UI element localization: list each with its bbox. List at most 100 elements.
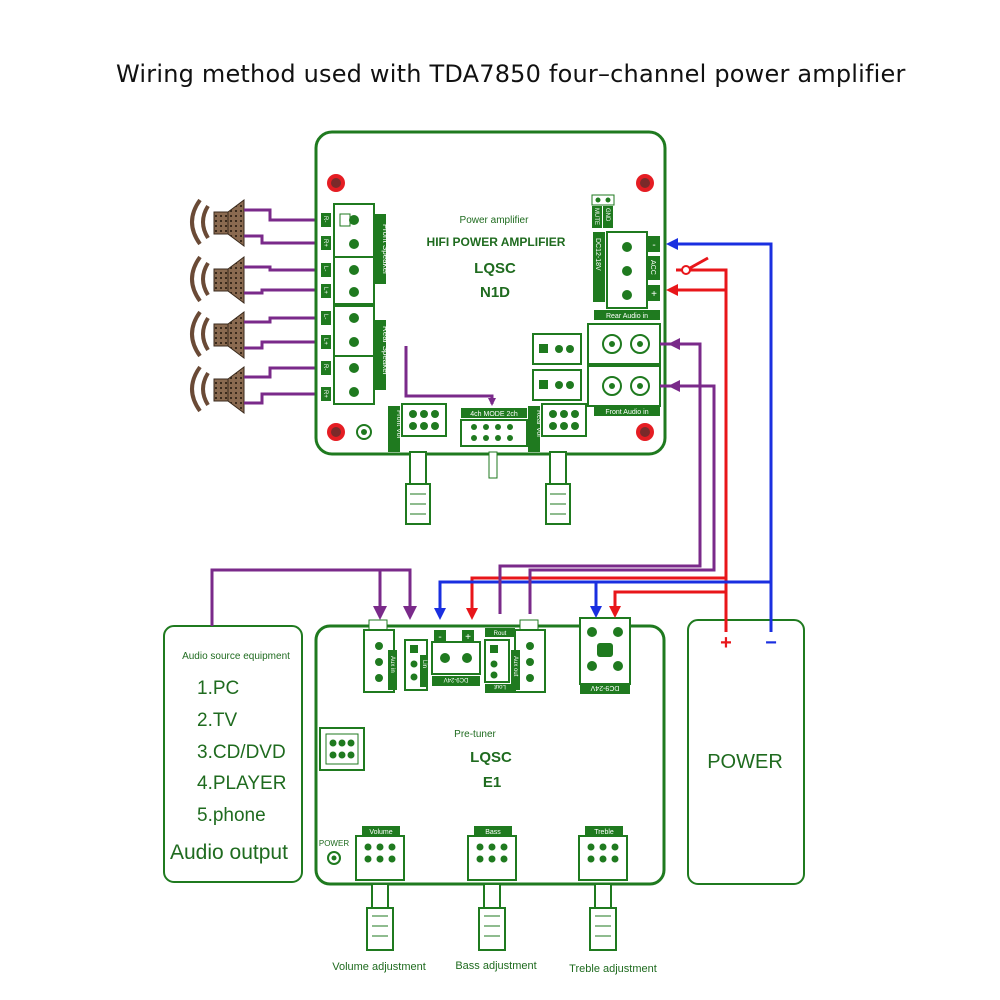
rout-label: Rout — [494, 631, 507, 637]
front-vol-header: Front Vol — [388, 403, 447, 452]
dc-jack: DC9-24V — [579, 617, 631, 694]
source-heading: Audio source equipment — [182, 651, 290, 662]
bass-label: Bass — [485, 829, 501, 836]
pretuner-board: Aux in Lin - + DC9-24V Rout Lout — [314, 617, 666, 975]
pretuner-model: E1 — [483, 774, 501, 791]
pin-label: L+ — [322, 338, 328, 345]
rear-vol-header: Rear Vol — [528, 403, 587, 452]
minus-label: - — [652, 240, 655, 251]
lout-label: Lout — [494, 683, 506, 689]
power-label: POWER — [707, 751, 783, 773]
power-minus-label: − — [765, 632, 777, 654]
volume-header: Volume — [355, 826, 405, 881]
speaker-3-icon — [190, 310, 245, 359]
pin-label: R+ — [322, 239, 328, 247]
speaker-4-icon — [190, 365, 245, 414]
rear-speaker-label: Rear Speaker — [381, 326, 390, 376]
volume-adjustment-caption: Volume adjustment — [332, 961, 426, 973]
power-plus-label: + — [720, 632, 732, 654]
diagram-title: Wiring method used with TDA7850 four–cha… — [116, 60, 906, 88]
speaker-2-icon — [190, 255, 245, 304]
mode-jumper-wire — [404, 346, 496, 406]
aux-out-jack: Aux out — [511, 619, 546, 693]
led-icon — [356, 424, 372, 440]
treble-label: Treble — [594, 829, 614, 836]
source-item: 2.TV — [197, 710, 237, 731]
amplifier-caption: Power amplifier — [460, 215, 530, 226]
bass-header: Bass — [467, 826, 517, 881]
front-speaker-label: Front Speaker — [381, 224, 390, 275]
amplifier-model: N1D — [480, 284, 510, 301]
speaker-wires — [244, 208, 320, 405]
gnd-label: GND — [604, 208, 610, 222]
minus-label: - — [438, 632, 441, 643]
acc-switch-icon — [681, 256, 709, 275]
front-speaker-terminal: Front Speaker — [333, 203, 390, 305]
mount-hole — [327, 174, 654, 441]
aux-in-jack: Aux in — [363, 619, 397, 693]
dc-power-terminal: DC12-18V - ACC + Rear Audio in — [593, 231, 660, 320]
signal-wires — [210, 342, 716, 626]
pin-label: L- — [322, 266, 328, 271]
positive-wires — [470, 268, 728, 632]
pin-label: R+ — [322, 390, 328, 398]
negative-wires — [438, 242, 773, 632]
acc-label: ACC — [649, 260, 656, 275]
rear-audio-in-label: Rear Audio in — [606, 313, 648, 320]
bass-adjustment-caption: Bass adjustment — [455, 960, 536, 972]
pin-label: L- — [322, 314, 328, 319]
pin-label: L+ — [322, 287, 328, 294]
dc-label: DC9-24V — [444, 676, 469, 682]
volume-knob — [366, 883, 394, 951]
treble-knob — [589, 883, 617, 951]
speaker-pin-labels: R- R+ L- L+ L- L+ R- R+ — [321, 213, 331, 401]
rear-audio-in-jack — [587, 323, 661, 365]
dc-voltage-label: DC12-18V — [594, 238, 601, 271]
aux-in-label: Aux in — [389, 656, 395, 673]
signal-arrowheads — [373, 338, 680, 620]
header-6pin — [319, 727, 365, 771]
speaker-1-icon — [190, 198, 245, 247]
source-item: 1.PC — [197, 678, 239, 699]
front-audio-in-label: Front Audio in — [605, 409, 648, 416]
power-led: POWER — [319, 839, 349, 865]
rear-vol-knob — [545, 451, 571, 525]
source-item: 3.CD/DVD — [197, 742, 286, 763]
mute-label: MUTE — [593, 208, 599, 225]
plus-label: + — [465, 632, 471, 643]
amplifier-heading: HIFI POWER AMPLIFIER — [427, 235, 566, 249]
source-item: 5.phone — [197, 805, 266, 826]
pin-label: R- — [322, 216, 328, 222]
source-item: 4.PLAYER — [197, 773, 286, 794]
front-audio-in-jack: Front Audio in — [587, 365, 661, 416]
small-header — [532, 333, 582, 401]
lin-header: Lin — [404, 639, 428, 691]
lin-label: Lin — [421, 660, 427, 668]
source-footer: Audio output — [170, 841, 288, 864]
bass-knob — [478, 883, 506, 951]
treble-header: Treble — [578, 826, 628, 881]
dc-jack-label: DC9-24V — [590, 684, 619, 691]
mode-switch: 4ch MODE 2ch — [460, 408, 528, 479]
negative-arrowheads — [434, 238, 678, 620]
volume-label: Volume — [369, 829, 392, 836]
pretuner-caption: Pre-tuner — [454, 729, 496, 740]
front-vol-label: Front Vol — [395, 410, 402, 438]
positive-arrowheads — [466, 284, 678, 620]
rear-speaker-terminal: Rear Speaker — [333, 305, 390, 405]
pretuner-dc-terminal: - + DC9-24V — [431, 630, 481, 686]
amplifier-brand: LQSC — [474, 260, 516, 277]
pin-label: R- — [322, 364, 328, 370]
power-supply-box: + − POWER — [687, 619, 805, 885]
mode-label: 4ch MODE 2ch — [470, 411, 518, 418]
audio-source-box: Audio source equipment 1.PC 2.TV 3.CD/DV… — [163, 625, 303, 883]
rout-lout-header: Rout Lout — [484, 628, 515, 693]
speakers — [190, 198, 245, 414]
power-led-label: POWER — [319, 839, 349, 848]
front-vol-knob — [405, 451, 431, 525]
power-amplifier-board: Front Speaker Rear Speaker R- R+ L- L+ — [314, 130, 667, 525]
treble-adjustment-caption: Treble adjustment — [569, 963, 657, 975]
mute-gnd-header: MUTE GND — [591, 194, 615, 228]
aux-out-label: Aux out — [512, 656, 518, 677]
